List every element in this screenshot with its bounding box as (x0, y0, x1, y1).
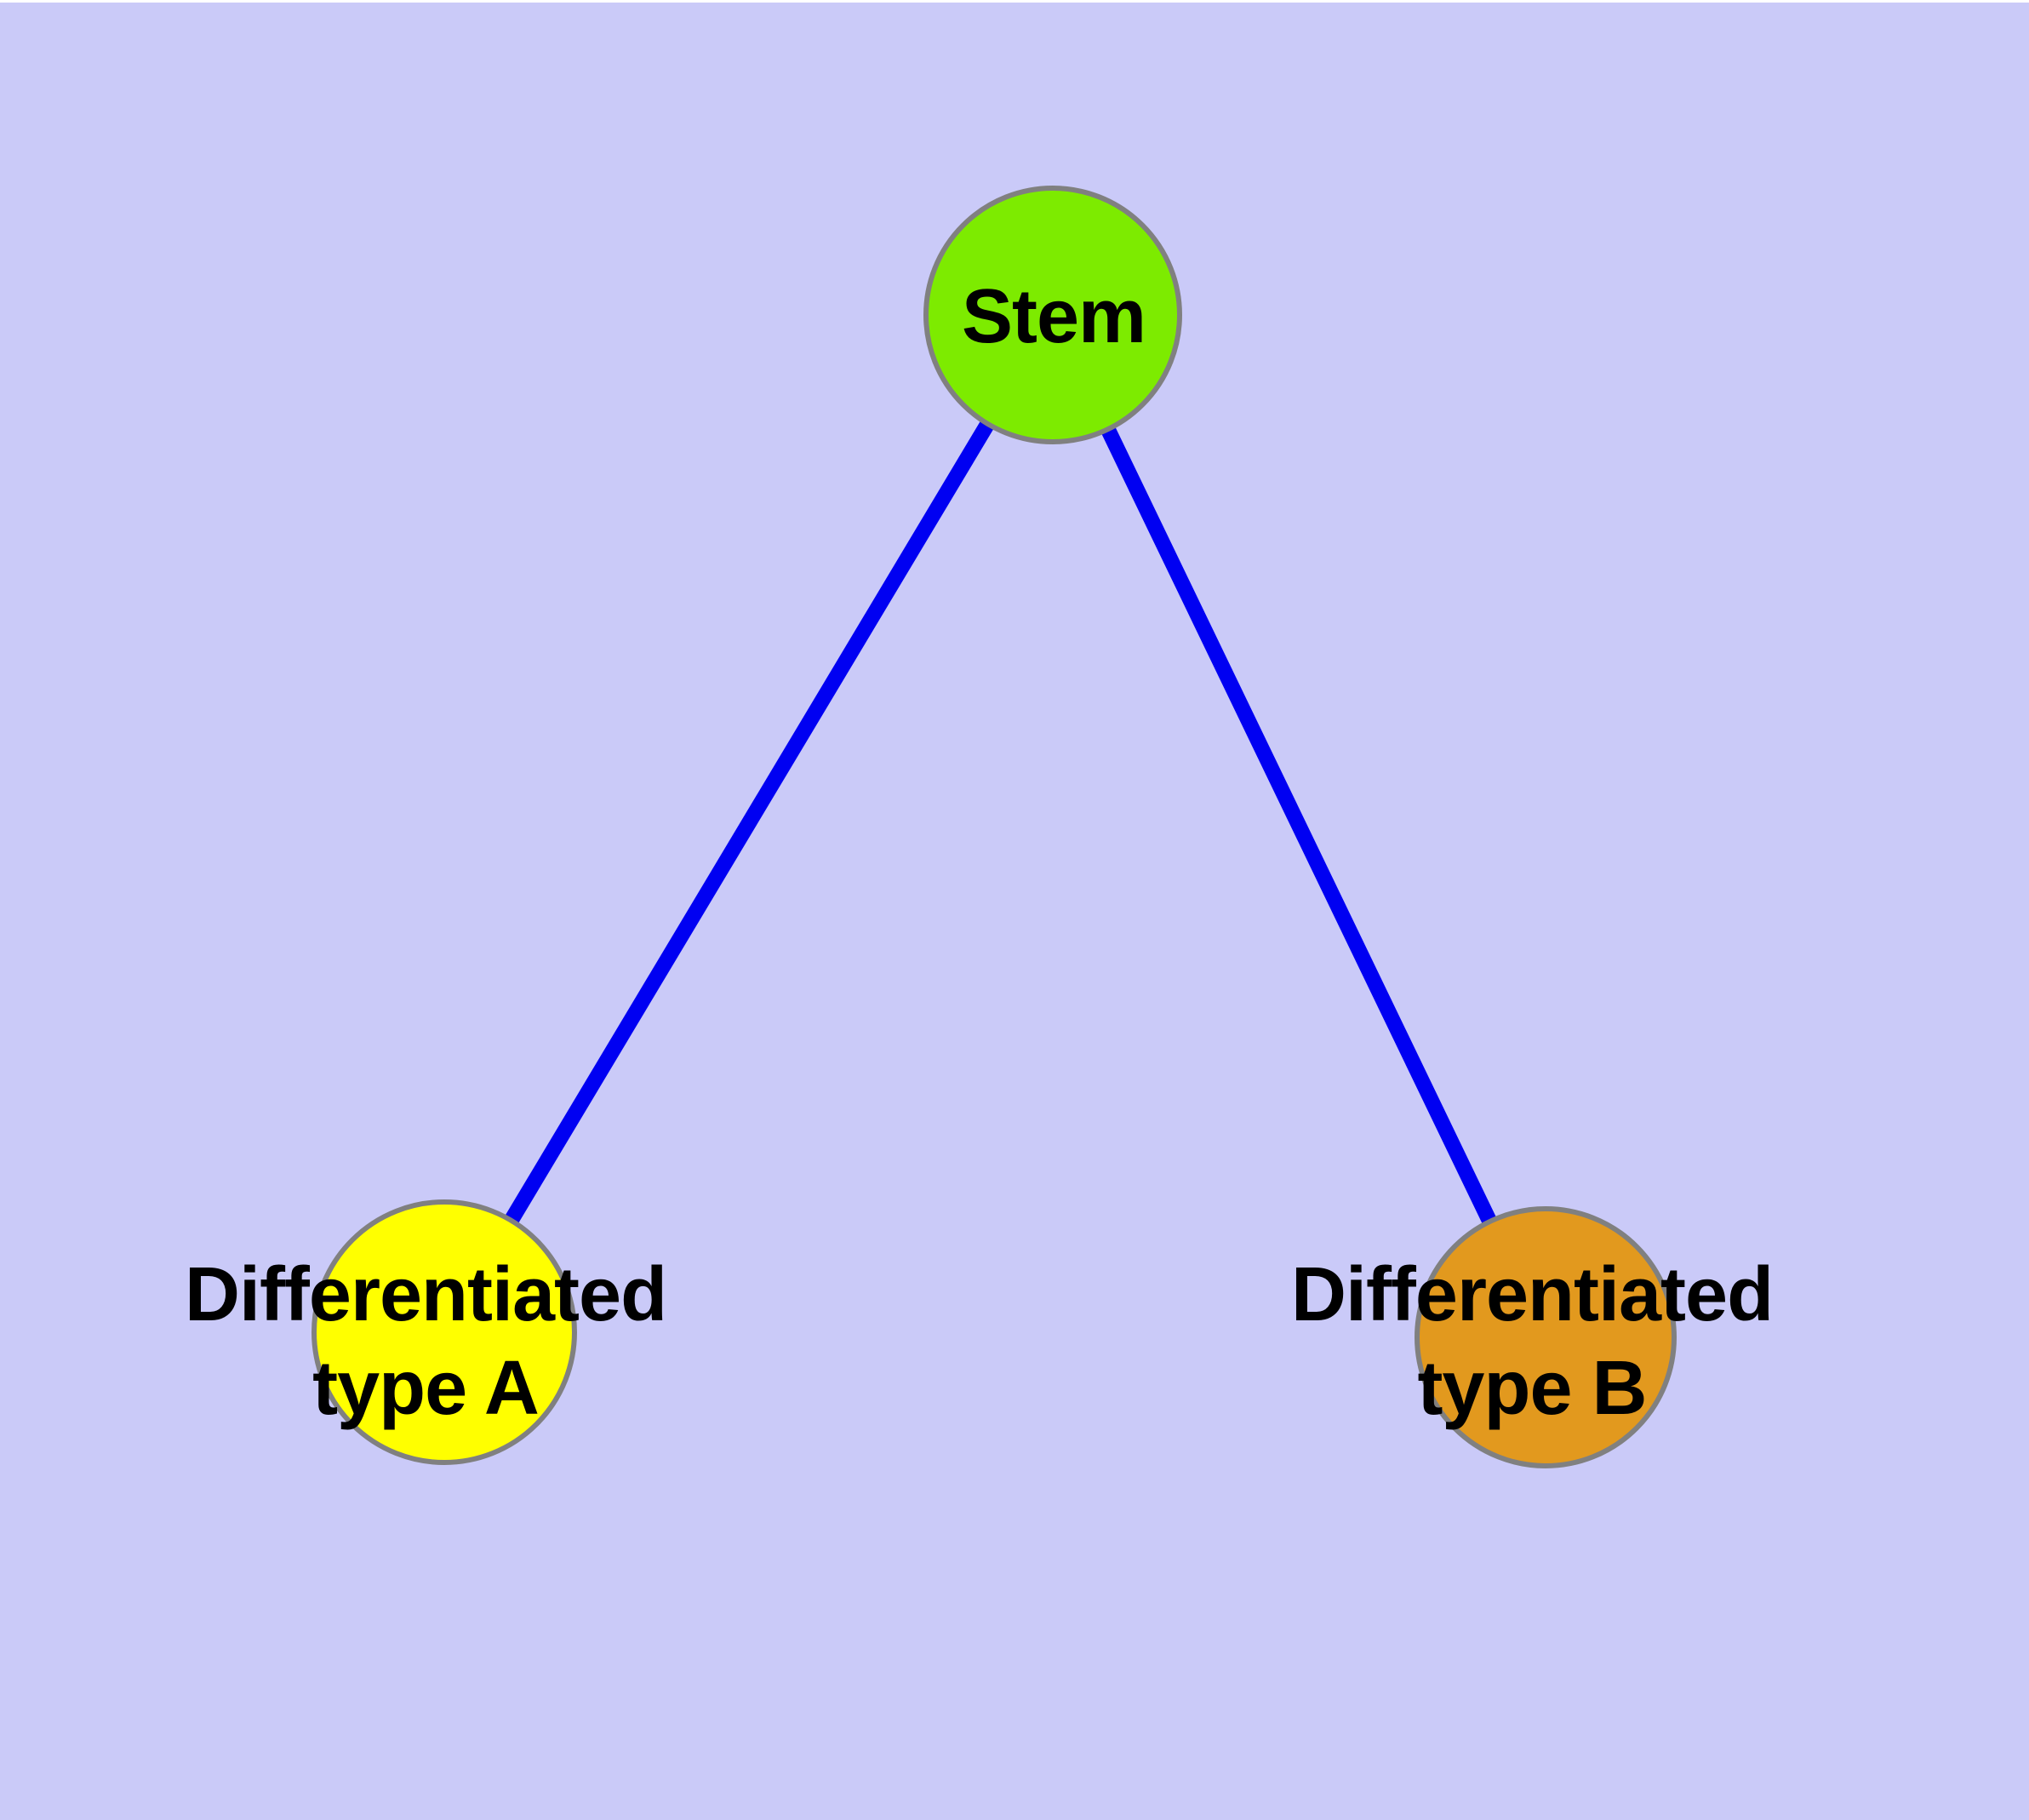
type-a-node-label: Differentiated type A (184, 1248, 667, 1435)
type-b-label-line1: Differentiated (1290, 1252, 1774, 1337)
stem-node-label: Stem (962, 270, 1146, 363)
type-b-node (1415, 1206, 1677, 1468)
type-b-node-label: Differentiated type B (1290, 1248, 1774, 1435)
type-a-label-line2: type A (312, 1346, 540, 1431)
edge-stem-to-type-a (437, 307, 1060, 1340)
stem-label-text: Stem (961, 274, 1146, 359)
type-a-label-line1: Differentiated (184, 1252, 667, 1337)
type-b-label-line2: type B (1417, 1346, 1647, 1431)
stem-node (923, 186, 1182, 444)
type-a-node (311, 1199, 577, 1465)
edge-stem-to-type-b (1045, 307, 1553, 1345)
